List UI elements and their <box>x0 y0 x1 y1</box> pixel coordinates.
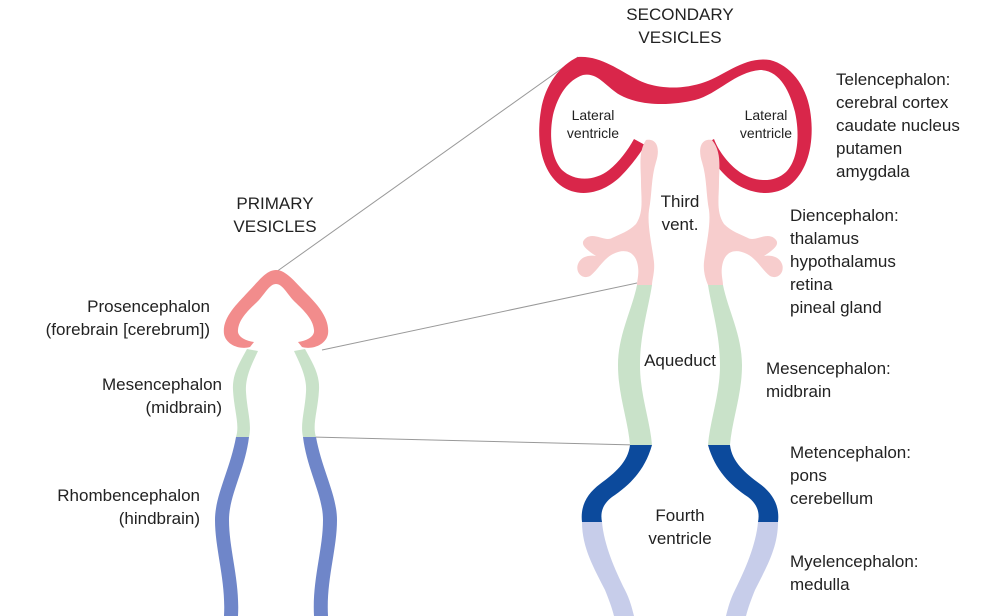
prosencephalon-shape <box>223 270 329 348</box>
connector-prosencephalon <box>275 56 579 273</box>
label-prosencephalon: Prosencephalon (forebrain [cerebrum]) <box>0 295 210 341</box>
primary-mesencephalon-left <box>232 349 258 437</box>
diencephalon-left <box>577 139 658 285</box>
diencephalon-name: Diencephalon: <box>790 206 899 225</box>
secondary-vesicles-heading: SECONDARY VESICLES <box>600 3 760 49</box>
prosencephalon-name: Prosencephalon <box>87 297 210 316</box>
third-vent-line2: vent. <box>661 215 699 234</box>
mesencephalon-right <box>708 285 742 445</box>
primary-mesencephalon-desc: (midbrain) <box>145 398 222 417</box>
metencephalon-item-2: cerebellum <box>790 489 874 508</box>
primary-rhombencephalon-right <box>303 437 337 616</box>
lateral-left-line2: ventricle <box>566 125 620 141</box>
telencephalon-item-2: caudate nucleus <box>836 116 960 135</box>
label-metencephalon: Metencephalon: pons cerebellum <box>790 441 911 510</box>
primary-vesicles <box>215 270 337 616</box>
diencephalon-item-3: retina <box>790 275 833 294</box>
label-mesencephalon: Mesencephalon: midbrain <box>766 357 891 403</box>
label-primary-mesencephalon: Mesencephalon (midbrain) <box>20 373 222 419</box>
myelencephalon-item-1: medulla <box>790 575 850 594</box>
primary-rhombencephalon-left <box>215 437 249 616</box>
telencephalon-name: Telencephalon: <box>836 70 951 89</box>
connector-mesencephalon <box>311 436 638 446</box>
lateral-left-line1: Lateral <box>571 107 615 123</box>
primary-heading-line2: VESICLES <box>233 217 317 236</box>
fourth-vent-line2: ventricle <box>648 529 712 548</box>
diencephalon-item-2: hypothalamus <box>790 252 896 271</box>
metencephalon-item-1: pons <box>790 466 827 485</box>
telencephalon-item-3: putamen <box>836 139 903 158</box>
rhombencephalon-name: Rhombencephalon <box>57 486 200 505</box>
connector-diencephalon <box>321 282 638 351</box>
telencephalon-item-1: cerebral cortex <box>836 93 949 112</box>
third-vent-line1: Third <box>660 192 700 211</box>
rhombencephalon-desc: (hindbrain) <box>118 509 200 528</box>
metencephalon-right <box>708 445 779 522</box>
label-fourth-ventricle: Fourth ventricle <box>630 504 730 550</box>
metencephalon-left <box>581 445 652 522</box>
aqueduct-text: Aqueduct <box>644 351 716 370</box>
diencephalon-right <box>700 139 783 285</box>
secondary-heading-line2: VESICLES <box>638 28 722 47</box>
label-aqueduct: Aqueduct <box>630 349 730 372</box>
lateral-right-line2: ventricle <box>739 125 793 141</box>
primary-mesencephalon-right <box>294 349 320 437</box>
primary-mesencephalon-name: Mesencephalon <box>101 375 222 394</box>
diencephalon-item-1: thalamus <box>790 229 859 248</box>
secondary-heading-line1: SECONDARY <box>626 5 734 24</box>
mesencephalon-left <box>618 285 652 445</box>
myelencephalon-name: Myelencephalon: <box>790 552 919 571</box>
primary-heading-line1: PRIMARY <box>236 194 314 213</box>
secondary-vesicles <box>539 56 812 616</box>
myelencephalon-left <box>582 522 634 616</box>
metencephalon-name: Metencephalon: <box>790 443 911 462</box>
label-lateral-ventricle-left: Lateral ventricle <box>556 106 630 142</box>
label-myelencephalon: Myelencephalon: medulla <box>790 550 919 596</box>
mesencephalon-name: Mesencephalon: <box>766 359 891 378</box>
label-third-ventricle: Third vent. <box>650 190 710 236</box>
diencephalon-item-4: pineal gland <box>790 298 882 317</box>
mesencephalon-item-1: midbrain <box>766 382 832 401</box>
lateral-right-line1: Lateral <box>744 107 788 123</box>
label-telencephalon: Telencephalon: cerebral cortex caudate n… <box>836 68 960 183</box>
label-diencephalon: Diencephalon: thalamus hypothalamus reti… <box>790 204 899 319</box>
telencephalon-shape <box>539 56 812 193</box>
myelencephalon-right <box>726 522 778 616</box>
telencephalon-item-4: amygdala <box>836 162 910 181</box>
primary-vesicles-heading: PRIMARY VESICLES <box>205 192 345 238</box>
prosencephalon-desc: (forebrain [cerebrum]) <box>45 320 210 339</box>
label-lateral-ventricle-right: Lateral ventricle <box>728 106 804 142</box>
label-rhombencephalon: Rhombencephalon (hindbrain) <box>0 484 200 530</box>
fourth-vent-line1: Fourth <box>655 506 705 525</box>
connector-lines <box>275 56 638 446</box>
